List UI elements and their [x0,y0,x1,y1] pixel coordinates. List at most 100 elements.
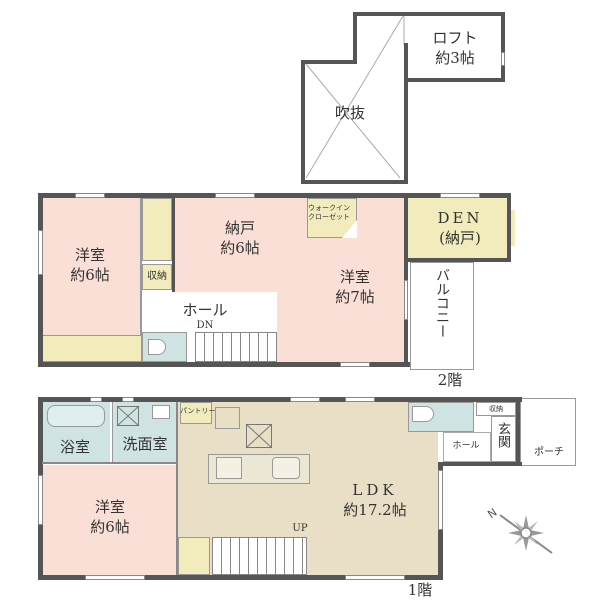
wall-1f [42,462,178,464]
western-room-1f-label: 洋室 約6帖 [75,497,145,537]
window-1f [345,397,375,402]
bathtub-icon [47,405,105,427]
window-1f [345,575,405,580]
loft-wall [353,12,357,62]
stairs-dn-label[interactable]: DN [196,320,214,331]
room-name: 洋室 [74,246,105,264]
western-room-1f [42,465,178,575]
walk-in-closet-label: ウォークイン クローゼット [308,204,350,222]
loft-wall [301,180,408,184]
window-2f [440,193,480,198]
storage-2f [142,264,172,290]
storage-2f-label: 収納 [147,271,167,282]
loft-wall [301,60,357,64]
porch[interactable] [520,398,576,466]
stairs-up-label[interactable]: UP [292,523,308,534]
atrium-label: 吹抜 [334,104,365,122]
wall-1f [516,397,520,466]
den-sub: (納戸) [439,229,481,247]
western-room-b-label: 洋室 約7帖 [320,267,390,307]
wall-2f [38,193,511,198]
ldk-vent-icon [245,423,273,449]
room-size: 約7帖 [335,288,375,306]
wall-2f [172,198,175,292]
window-1f [90,397,102,402]
loft-name: ロフト [432,29,478,47]
room-name: 納戸 [224,219,255,237]
window-2f [38,230,43,275]
window-2f [215,193,255,198]
pantry-label: パントリー [180,407,216,415]
loft-wall [353,12,505,16]
closet-under-stairs [178,537,210,575]
room-size: 約6帖 [220,239,260,257]
hall-1f [443,432,491,462]
wall-1f [38,575,443,580]
window-1f [85,575,145,580]
entrance [491,416,516,462]
toilet-icon [148,339,166,355]
western-room-b-top [357,198,404,238]
loft-wall [501,12,505,82]
wall-2f [38,193,43,367]
western-room-a [42,198,140,343]
western-room-a-label: 洋室 約6帖 [55,245,125,285]
wall-2f [404,258,511,262]
washroom-vent-icon [116,405,140,427]
loft-size: 約3帖 [435,49,475,67]
closet-bottom-left [42,335,142,362]
western-room-b [277,238,404,362]
hall-name: ホール [182,301,228,319]
window-1f [438,470,443,530]
wall-2f [38,362,410,367]
storage-1f-label: 収納 [489,405,503,413]
window-1f [122,397,134,402]
porch-label: ポーチ [534,447,564,458]
walk-in-closet [307,198,357,238]
loft-window [501,52,505,66]
balcony [410,262,474,370]
window-1f [38,475,43,525]
floor-label-2f: 2階 [437,371,463,389]
balcony-label: バルコニー [434,268,450,338]
table-icon [215,407,240,429]
hall-2f-label: ホール DN [170,300,240,332]
hall-2f [142,294,277,332]
closet-line1: ウォークイン [308,204,350,212]
window-2f [404,280,408,320]
room-name: 洋室 [94,498,125,516]
compass-north-label: N [485,506,499,521]
closet-vertical [142,198,172,261]
room-size: 約6帖 [70,266,110,284]
hall-1f-label: ホール [452,441,480,451]
pantry [180,402,212,424]
window-1f [290,397,320,402]
loft-wall [404,43,408,184]
floor-label-1f: 1階 [407,581,433,599]
storage-room-label: 納戸 約6帖 [205,218,275,258]
wall-1f [438,462,522,466]
toilet-1f-icon [412,406,434,422]
kitchen-sink-icon [272,457,300,479]
den-name: DEN [437,209,483,227]
entrance-label: 玄関 [495,422,510,448]
loft-wall [301,60,305,184]
loft-label: ロフト 約3帖 [420,28,490,68]
room-name: 洋室 [339,268,370,286]
window-2f [340,362,370,367]
washroom-label: 洗面室 [122,435,168,453]
stairs-1f[interactable] [212,537,307,575]
wall-2f [140,198,142,335]
window-2f [75,193,105,198]
wall-1f [38,397,522,402]
stove-icon [216,457,242,479]
den [407,198,507,258]
ldk-label: LDK 約17.2帖 [330,480,420,520]
sink-icon [152,405,170,419]
bathroom-label: 浴室 [59,438,90,456]
compass-icon: N [485,506,553,554]
closet-line2: クローゼット [308,213,350,221]
wall-1f [176,402,178,575]
storage-1f [476,402,516,416]
